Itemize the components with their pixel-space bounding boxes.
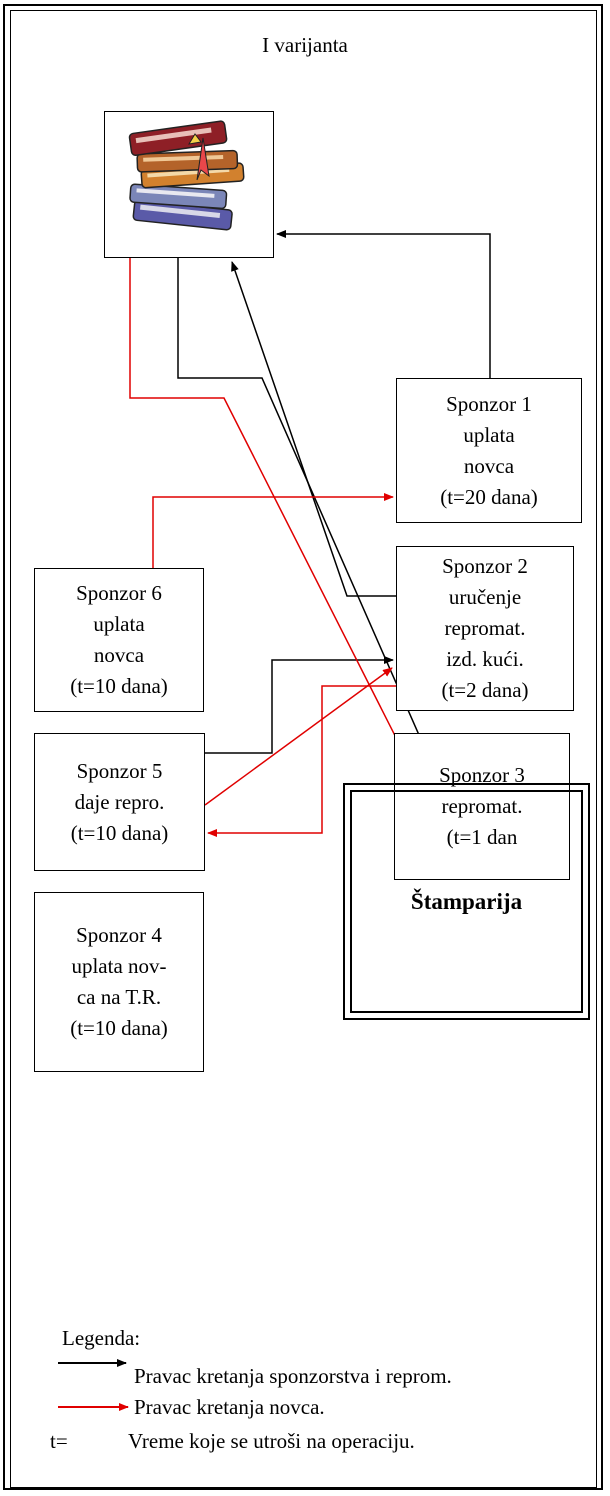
sponzor6-box: Sponzor 6 uplata novca (t=10 dana) <box>34 568 204 712</box>
stamparija-box: Štamparija <box>343 783 590 1020</box>
sponzor6-line: (t=10 dana) <box>70 674 168 698</box>
sponzor5-line: (t=10 dana) <box>70 820 169 845</box>
stamparija-label: Štamparija <box>410 888 523 914</box>
arrow-sponzor4-to-sponzor3 <box>204 667 393 806</box>
sponzor4-box: Sponzor 4 uplata nov- ca na T.R. (t=10 d… <box>34 892 204 1072</box>
sponzor1-line: (t=20 dana) <box>440 484 538 509</box>
books-stack-icon <box>128 120 245 231</box>
legend-black-text: Pravac kretanja sponzorstva i reprom. <box>134 1364 452 1388</box>
arrow-sponzor2-to-sponzor5 <box>207 685 396 837</box>
legend-t-symbol: t= <box>50 1429 68 1453</box>
sponzor1-box: Sponzor 1 uplata novca (t=20 dana) <box>396 378 582 523</box>
sponzor2-line: uručenje <box>448 585 522 609</box>
sponzor4-line: Sponzor 4 <box>76 923 162 947</box>
arrow-sponzor5-to-sponzor2 <box>205 656 394 754</box>
arrow-sponzor2-to-books <box>231 261 396 597</box>
arrow-books-to-stamparija-red <box>129 258 421 786</box>
legend-red-text: Pravac kretanja novca. <box>134 1395 325 1419</box>
sponzor5-line: Sponzor 5 <box>76 758 163 783</box>
outer-frame <box>3 4 603 1490</box>
sponzor6-line: Sponzor 6 <box>76 581 162 605</box>
stamparija-inner: Štamparija <box>350 790 583 1013</box>
sponzor3-box: Sponzor 3 repromat. (t=1 dan <box>394 733 570 880</box>
sponzor2-box: Sponzor 2 uručenje repromat. izd. kući. … <box>396 546 574 711</box>
sponzor3-line: repromat. <box>441 794 523 818</box>
arrow-sponzor1-to-books <box>276 230 491 378</box>
sponzor2-line: izd. kući. <box>446 647 524 671</box>
sponzor5-box: Sponzor 5 daje repro. (t=10 dana) <box>34 733 205 871</box>
sponzor2-line: Sponzor 2 <box>442 554 528 578</box>
sponzor6-line: uplata <box>93 612 145 636</box>
sponzor4-line: ca na T.R. <box>76 985 162 1009</box>
sponzor5-line: daje repro. <box>74 789 165 814</box>
arrow-sponzor6-to-sponzor1 <box>152 493 394 568</box>
inner-frame <box>10 10 597 1488</box>
sponzor6-line: novca <box>93 643 145 667</box>
diagram-title: I varijanta <box>262 33 348 57</box>
legend-title: Legenda: <box>62 1326 141 1350</box>
sponzor4-line: (t=10 dana) <box>70 1016 168 1040</box>
sponzor2-line: repromat. <box>444 616 526 640</box>
legend-t-desc: Vreme koje se utroši na operaciju. <box>128 1429 415 1453</box>
sponzor3-line: (t=1 dan <box>446 825 518 849</box>
sponzor4-line: uplata nov- <box>71 954 167 978</box>
books-node <box>104 111 274 258</box>
sponzor2-line: (t=2 dana) <box>441 678 529 702</box>
sponzor1-line: novca <box>463 453 515 478</box>
arrow-books-to-stamparija-black <box>177 258 442 786</box>
sponzor1-line: Sponzor 1 <box>446 391 532 416</box>
sponzor1-line: uplata <box>463 422 515 447</box>
